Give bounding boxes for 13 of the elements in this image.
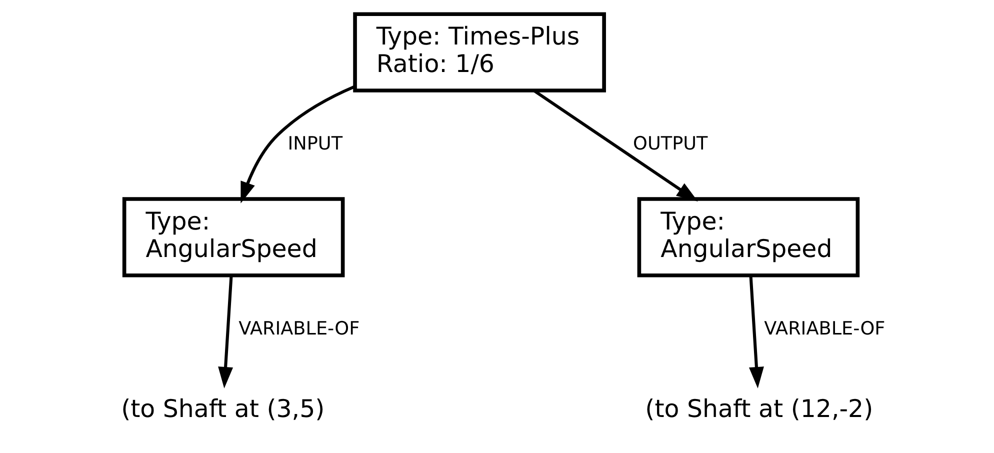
node-box: Type: Times-Plus Ratio: 1/6 [352, 12, 606, 92]
edge-label: INPUT [287, 133, 342, 154]
edge-label: OUTPUT [632, 133, 708, 154]
node-box: Type: AngularSpeed [636, 197, 860, 278]
arrow [240, 85, 355, 204]
node-box: Type: AngularSpeed [122, 197, 344, 278]
arrow [532, 89, 698, 202]
arrow [748, 275, 764, 388]
node-text: (to Shaft at (12,-2) [644, 394, 873, 424]
edge-label: VARIABLE-OF [764, 318, 885, 340]
node-text: (to Shaft at (3,5) [120, 394, 324, 424]
arrow [218, 275, 233, 388]
edge-label: VARIABLE-OF [238, 318, 360, 340]
